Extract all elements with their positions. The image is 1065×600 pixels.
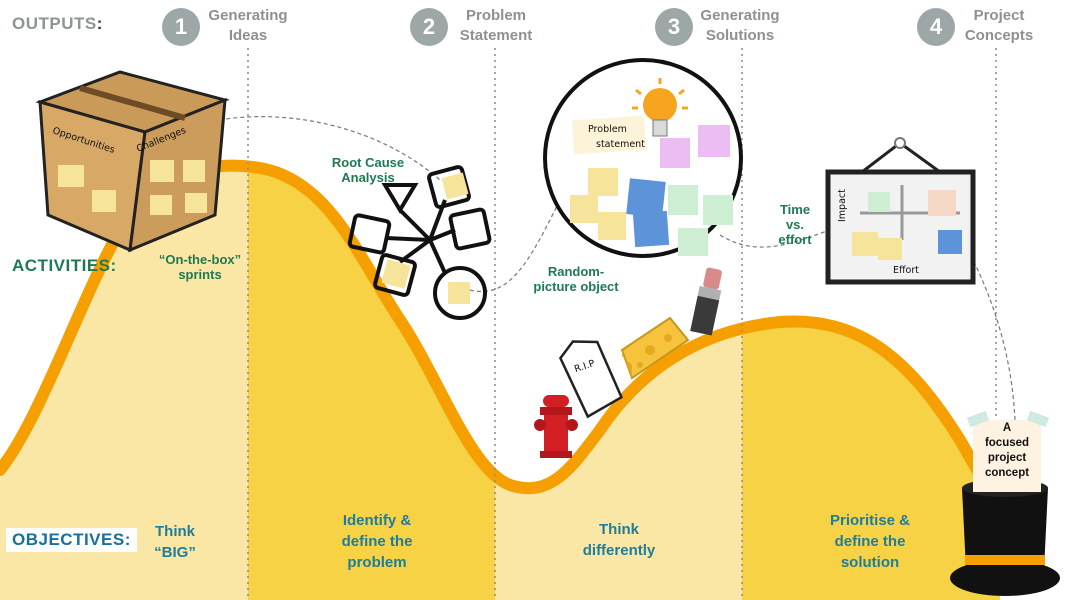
objective-2-line3: problem — [347, 554, 407, 571]
activity-root-cause-line1: Root Cause — [331, 155, 405, 170]
top-hat-icon — [950, 479, 1060, 596]
outputs-label-text: OUTPUTS — [12, 14, 97, 33]
phase-2-number: 2 — [410, 8, 448, 46]
objective-2: Identify & define the problem — [318, 510, 436, 573]
phase-dividers — [247, 48, 997, 598]
phase-4-title-line1: Project — [973, 7, 1025, 24]
matrix-y-label: Impact — [837, 189, 848, 222]
lightbulb-icon — [632, 78, 688, 137]
objective-3-line1: Think — [599, 521, 639, 538]
phase-3-title: Generating Solutions — [692, 6, 788, 46]
activity-time-line3: effort — [778, 232, 812, 247]
tombstone-icon: R.I.P — [558, 340, 624, 419]
objective-4-line2: define the — [834, 533, 906, 550]
matrix-x-label: Effort — [893, 265, 919, 276]
activity-random-line2: picture object — [533, 279, 619, 294]
final-note-text: A focused project concept — [973, 421, 1041, 481]
final-note-line3: project — [987, 452, 1027, 464]
objective-4-line1: Prioritise & — [829, 512, 911, 529]
phase-4-title: Project Concepts — [956, 6, 1042, 46]
phase-2-title: Problem Statement — [448, 6, 544, 46]
final-note-line2: focused — [984, 437, 1030, 449]
framed-matrix-icon: Impact Effort — [825, 137, 976, 285]
objective-3: Think differently — [564, 519, 674, 561]
activity-time-effort: Time vs. effort — [772, 202, 818, 247]
objective-1-line2: “BIG” — [154, 544, 196, 561]
sticky-note — [381, 259, 411, 289]
objective-2-line1: Identify & — [342, 512, 412, 529]
random-picture-circle: Problem statement — [543, 58, 743, 258]
activity-time-line2: vs. — [785, 217, 805, 232]
objective-1: Think “BIG” — [130, 521, 220, 563]
phase-3-title-line1: Generating — [700, 7, 780, 24]
phase-2-title-line2: Statement — [459, 27, 533, 44]
objective-4-line3: solution — [840, 554, 900, 571]
phase-1-title: Generating Ideas — [200, 6, 296, 46]
outputs-label-colon: : — [96, 14, 103, 33]
lipstick-icon — [690, 267, 722, 336]
activity-random-line1: Random- — [547, 264, 605, 279]
activity-sprints: “On-the-box” sprints — [140, 252, 260, 282]
activity-random-picture: Random- picture object — [516, 264, 636, 294]
sticky-note — [441, 172, 469, 200]
final-note-paper — [966, 410, 1050, 492]
objective-1-line1: Think — [155, 523, 195, 540]
phase-2-title-line1: Problem — [465, 7, 526, 24]
final-note-line1: A — [1002, 422, 1012, 434]
flow-connector — [159, 116, 1016, 421]
phase-1-number: 1 — [162, 8, 200, 46]
fishbone-diagram-icon — [347, 165, 492, 320]
phase-4-title-line2: Concepts — [964, 27, 1034, 44]
phase-3-title-line2: Solutions — [705, 27, 775, 44]
activity-sprints-line2: sprints — [178, 267, 222, 282]
activity-root-cause: Root Cause Analysis — [318, 155, 418, 185]
activities-row-label: ACTIVITIES: — [12, 256, 117, 275]
box-icon: Opportunities Challenges — [35, 70, 230, 253]
problem-note-line2: statement — [596, 139, 645, 150]
activity-root-cause-line2: Analysis — [341, 170, 395, 185]
outputs-row-label: OUTPUTS: — [12, 14, 103, 34]
fire-hydrant-icon — [534, 395, 578, 458]
cheese-icon — [620, 316, 690, 380]
activity-time-line1: Time — [779, 202, 811, 217]
final-note-line4: concept — [984, 467, 1030, 479]
objective-4: Prioritise & define the solution — [810, 510, 930, 573]
objective-3-line2: differently — [582, 542, 656, 559]
phase-4-number: 4 — [917, 8, 955, 46]
objective-2-line2: define the — [341, 533, 413, 550]
problem-note-line1: Problem — [588, 124, 627, 135]
phase-3-number: 3 — [655, 8, 693, 46]
activity-sprints-line1: “On-the-box” — [158, 252, 242, 267]
objectives-row-label: OBJECTIVES: — [6, 528, 137, 552]
phase-1-title-line2: Ideas — [228, 27, 268, 44]
phase-1-title-line1: Generating — [208, 7, 288, 24]
sticky-note — [448, 282, 470, 304]
